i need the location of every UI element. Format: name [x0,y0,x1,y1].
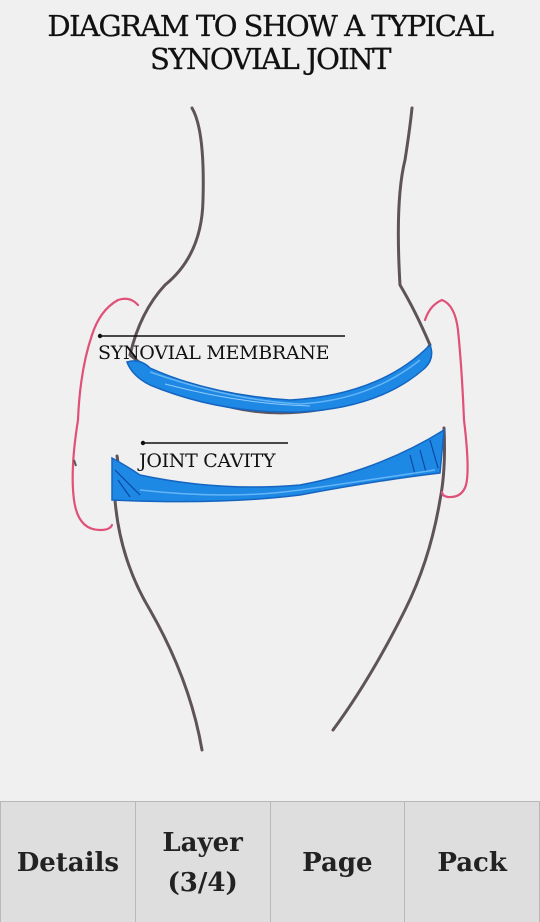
label-joint-cavity: JOINT CAVITY [139,450,276,472]
page-button[interactable]: Page [270,802,406,922]
joint-diagram [71,106,469,752]
diagram-title-line2: SYNOVIAL JOINT [149,42,392,76]
synovial-membrane-left [71,297,140,532]
details-button-label: Details [16,847,120,878]
lower-cartilage [111,428,445,503]
synovial-membrane-right [423,298,469,499]
upper-bone-outline [128,106,432,415]
bottom-toolbar: Details Layer (3/4) Page Pack [0,801,540,922]
lower-bone-outline-right [331,426,446,732]
pack-button[interactable]: Pack [405,802,540,922]
upper-cartilage [126,343,433,413]
layer-button[interactable]: Layer (3/4) [135,802,271,922]
layer-button-label: Layer (3/4) [162,827,243,898]
label-synovial-membrane: SYNOVIAL MEMBRANE [98,342,330,364]
page-button-label: Page [302,847,373,878]
diagram-title: DIAGRAM TO SHOW A TYPICAL SYNOVIAL JOINT [0,9,540,76]
diagram-title-line1: DIAGRAM TO SHOW A TYPICAL [47,9,494,43]
pack-button-label: Pack [437,847,507,878]
details-button[interactable]: Details [0,802,136,922]
